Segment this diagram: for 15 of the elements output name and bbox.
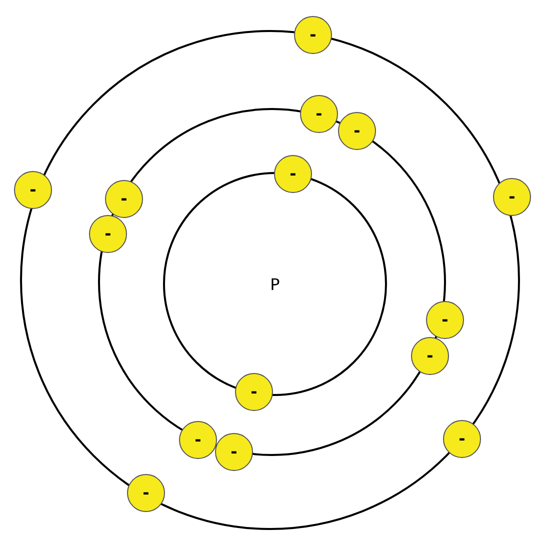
electron-circle: - — [443, 420, 481, 458]
electron-circle: - — [411, 337, 449, 375]
electron-circle: - — [426, 301, 464, 339]
electron-circle: - — [14, 171, 52, 209]
electron-circle: - — [300, 95, 338, 133]
electron-circle: - — [493, 178, 531, 216]
electron-circle: - — [105, 180, 143, 218]
electron-circle: - — [294, 16, 332, 54]
electron-circle: - — [235, 373, 273, 411]
electron-circle: - — [89, 215, 127, 253]
electron-circle: - — [274, 155, 312, 193]
electron-circle: - — [338, 112, 376, 150]
electron-circle: - — [127, 474, 165, 512]
electron-circle: - — [179, 421, 217, 459]
electron-circle: - — [215, 433, 253, 471]
